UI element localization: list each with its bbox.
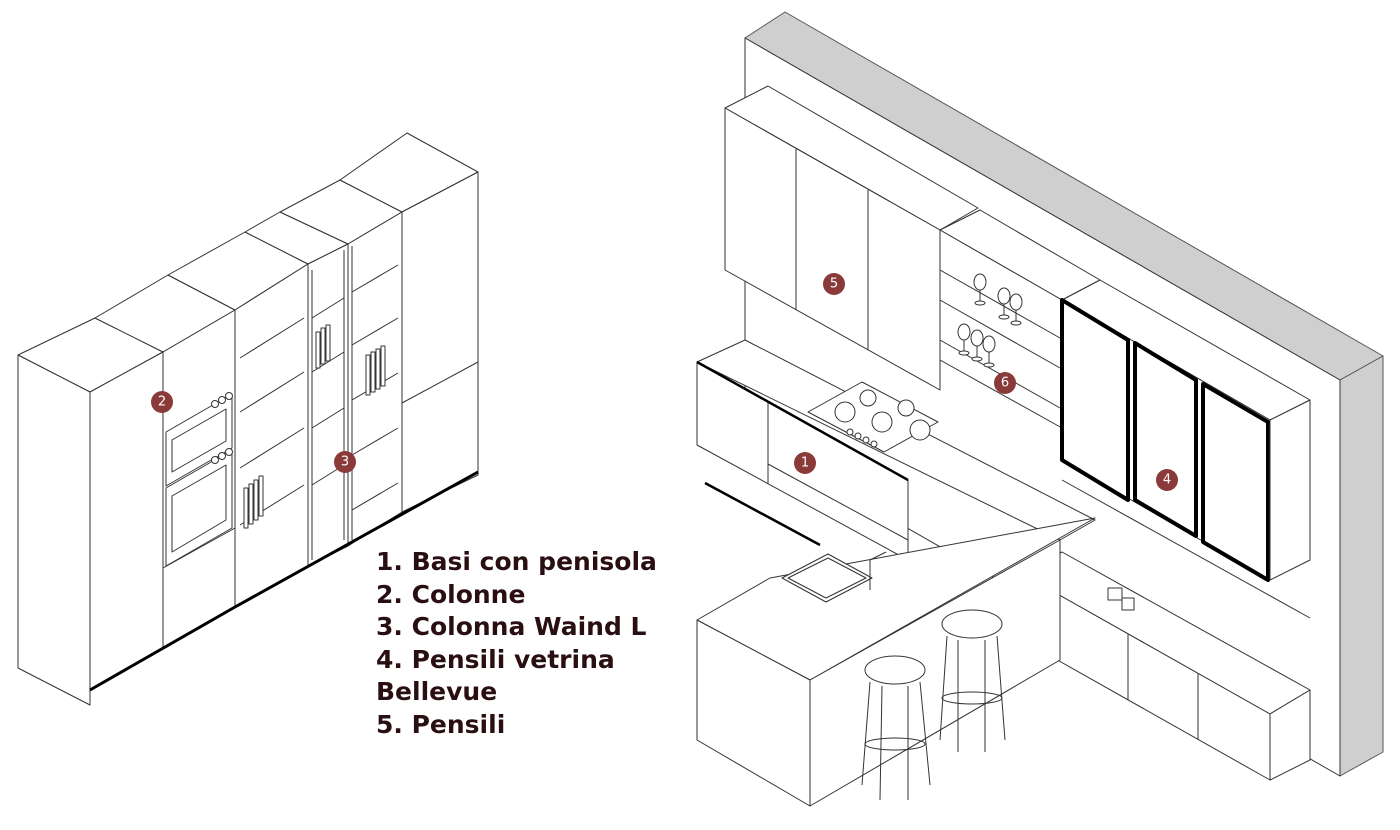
marker-label: 3 bbox=[341, 455, 349, 470]
marker-1: 1 bbox=[794, 452, 816, 474]
marker-5: 5 bbox=[823, 273, 845, 295]
marker-label: 2 bbox=[158, 395, 166, 410]
legend-item-basi: 1. Basi con penisola bbox=[376, 547, 657, 576]
legend-item-pensili-vetrina-cont: Bellevue bbox=[376, 677, 498, 706]
legend-item-colonne: 2. Colonne bbox=[376, 579, 526, 609]
marker-4: 4 bbox=[1156, 469, 1178, 491]
column-units-drawing bbox=[17, 132, 479, 706]
legend-item-pensili-vetrina: 4. Pensili vetrina bbox=[376, 644, 615, 674]
marker-label: 5 bbox=[830, 277, 838, 292]
legend-item-colonna-waind: 3. Colonna Waind L bbox=[376, 612, 647, 641]
wine-glasses-drawing bbox=[957, 273, 1023, 368]
marker-3: 3 bbox=[334, 451, 356, 473]
marker-label: 4 bbox=[1163, 473, 1171, 488]
marker-6: 6 bbox=[994, 372, 1016, 394]
legend-item-pensili: 5. Pensili bbox=[376, 709, 506, 739]
marker-label: 6 bbox=[1001, 376, 1009, 391]
kitchen-drawing bbox=[696, 11, 1384, 807]
marker-2: 2 bbox=[151, 391, 173, 413]
legend: 1. Basi con penisola 2. Colonne 3. Colon… bbox=[376, 546, 676, 741]
bar-stools-drawing bbox=[861, 609, 1006, 801]
marker-label: 1 bbox=[801, 456, 809, 471]
